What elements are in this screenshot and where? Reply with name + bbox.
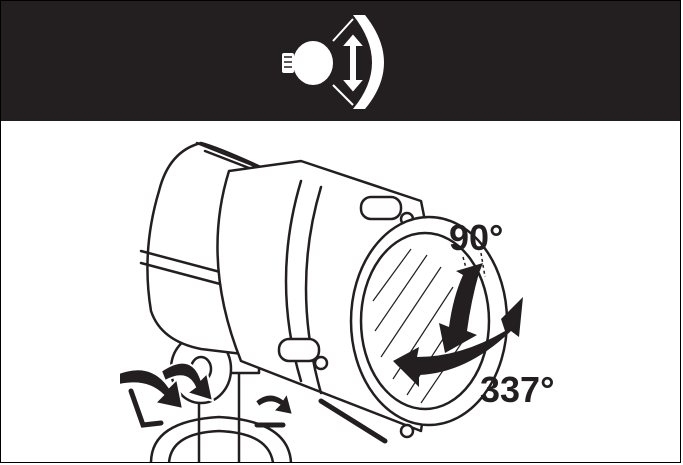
pan-arrow [393, 297, 523, 387]
allen-key [128, 388, 388, 444]
pan-angle-label: 337° [480, 369, 555, 410]
bracket-rotation-arrows [118, 361, 295, 417]
screw-icon [399, 423, 415, 439]
screw-tab [277, 337, 321, 363]
tilt-arrow [439, 263, 483, 353]
tilt-angle-label: 90° [449, 217, 504, 258]
tilt-reference-ticks [462, 252, 486, 280]
tilt-arrow-icon [338, 31, 368, 95]
light-beam [332, 84, 354, 106]
screw-icon [313, 355, 329, 371]
spotlight-illustration [118, 141, 523, 462]
bulb-icon [293, 41, 333, 85]
light-beam [332, 18, 354, 42]
screw-tab [359, 195, 403, 221]
lamp-socket [282, 53, 294, 73]
lamp-rotation-icon [282, 15, 384, 109]
header-bar [1, 1, 680, 121]
rotation-arc [353, 15, 384, 109]
